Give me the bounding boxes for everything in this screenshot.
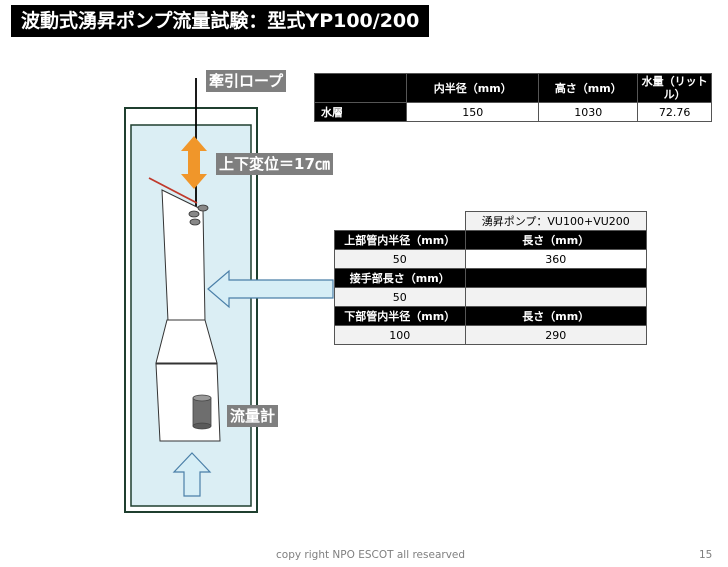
table-cell: 上部管内半径（mm） <box>334 230 466 250</box>
table-cell <box>313 73 408 103</box>
table-header-row: 内半径（mm） 高さ（mm） 水量（リットル） <box>313 73 712 103</box>
table-cell: 水層 <box>313 102 408 122</box>
table-row: 接手部長さ（mm） <box>334 268 647 288</box>
displacement-label: 上下変位＝17㎝ <box>216 153 333 175</box>
water-tank <box>130 124 252 507</box>
rope-label: 牽引ロープ <box>206 70 287 92</box>
table-cell <box>464 287 647 307</box>
table-cell: 接手部長さ（mm） <box>334 268 466 288</box>
table-row: 50 <box>334 287 647 307</box>
hook-ring <box>189 218 201 226</box>
table-cell: 150 <box>406 102 540 122</box>
page-number: 15 <box>699 549 713 561</box>
table-cell: 290 <box>464 325 647 345</box>
table-cell: 長さ（mm） <box>464 306 647 326</box>
inflow-arrow <box>172 452 212 497</box>
empty-cell <box>335 212 466 231</box>
table-cell: 1030 <box>538 102 639 122</box>
table-row: 湧昇ポンプ：VU100+VU200 <box>335 211 647 231</box>
table-cell: 下部管内半径（mm） <box>334 306 466 326</box>
table-cell: 高さ（mm） <box>538 73 639 103</box>
up-down-arrow <box>181 136 207 189</box>
table-cell: 72.76 <box>637 102 712 122</box>
joint-section <box>155 319 218 364</box>
table-cell: 内半径（mm） <box>406 73 540 103</box>
hook-ring <box>197 204 209 212</box>
tank-spec-table: 内半径（mm） 高さ（mm） 水量（リットル） 水層 150 1030 72.7… <box>313 73 712 122</box>
table-cell: 50 <box>334 249 466 269</box>
table-row: 下部管内半径（mm） 長さ（mm） <box>334 306 647 326</box>
table-row: 50 360 <box>334 249 647 269</box>
flowmeter-cylinder <box>192 394 212 430</box>
table-cell: 水量（リットル） <box>637 73 712 103</box>
table-cell: 50 <box>334 287 466 307</box>
pump-spec-table: 湧昇ポンプ：VU100+VU200 上部管内半径（mm） 長さ（mm） 50 3… <box>334 211 647 345</box>
hook-ring <box>188 210 200 218</box>
table-cell: 100 <box>334 325 466 345</box>
table-cell: 長さ（mm） <box>464 230 647 250</box>
tilt-line <box>148 177 198 204</box>
slide-title: 波動式湧昇ポンプ流量試験：型式YP100/200 <box>11 5 430 37</box>
table-cell: 360 <box>464 249 647 269</box>
table-cell <box>464 268 647 288</box>
table-row: 100 290 <box>334 325 647 345</box>
copyright-text: copy right NPO ESCOT all researved <box>276 549 466 561</box>
flowmeter-label: 流量計 <box>227 405 279 427</box>
table-row: 上部管内半径（mm） 長さ（mm） <box>334 230 647 250</box>
table-row: 水層 150 1030 72.76 <box>313 102 712 122</box>
pointer-arrow <box>207 269 334 309</box>
table-cell: 湧昇ポンプ：VU100+VU200 <box>464 211 647 231</box>
